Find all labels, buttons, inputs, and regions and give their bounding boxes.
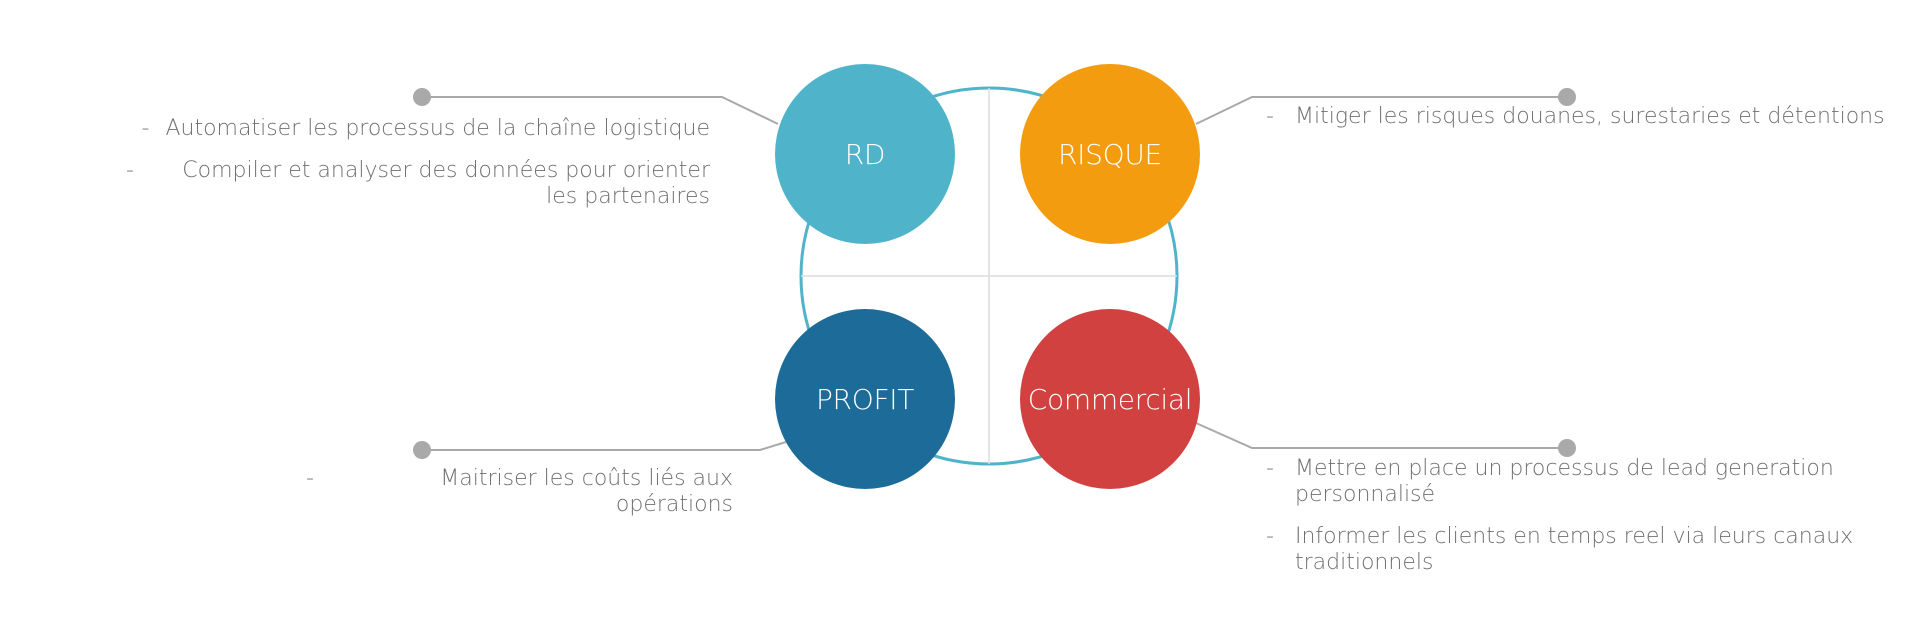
connector-profit (422, 441, 787, 451)
rd-bullet-2-text: Compiler et analyser des données pour or… (182, 158, 710, 209)
commercial-bullet-2-text: Informer les clients en temps reel via l… (1295, 524, 1854, 575)
connector-dot-profit (413, 441, 431, 459)
circle-risque: RISQUE (1020, 64, 1200, 244)
connector-rd (422, 96, 779, 125)
circle-commercial-label: Commercial (1027, 382, 1193, 416)
rd-bullet-list: -Automatiser les processus de la chaîne … (126, 116, 710, 226)
profit-bullet-1-text: Maitriser les coûts liés aux opérations (440, 466, 733, 517)
rd-bullet-1-text: Automatiser les processus de la chaîne l… (165, 116, 710, 141)
circle-commercial: Commercial (1020, 309, 1200, 489)
commercial-bullet-list: Mettre en place un processus de lead gen… (1266, 456, 1886, 592)
bullet-dash: - (126, 158, 134, 183)
rd-bullet-2: - Compiler et analyser des données pour o… (126, 158, 710, 210)
connector-dot-risque (1558, 88, 1576, 106)
circle-rd-label: RD (844, 137, 886, 171)
rd-bullet-1: -Automatiser les processus de la chaîne … (141, 116, 710, 142)
connector-dot-commercial (1558, 439, 1576, 457)
connector-risque (1195, 96, 1567, 125)
circle-rd: RD (775, 64, 955, 244)
connector-commercial (1195, 422, 1567, 449)
profit-bullet-1: - Maitriser les coûts liés aux opérations (306, 466, 733, 518)
bullet-dash: - (141, 116, 150, 141)
commercial-bullet-2: Informer les clients en temps reel via l… (1266, 524, 1886, 576)
risque-bullet-1: Mitiger les risques douanes, surestaries… (1266, 104, 1886, 130)
bullet-dash: - (306, 466, 314, 491)
risque-bullet-list: Mitiger les risques douanes, surestaries… (1266, 104, 1886, 146)
circle-risque-label: RISQUE (1058, 137, 1162, 171)
commercial-bullet-1: Mettre en place un processus de lead gen… (1266, 456, 1886, 508)
profit-bullet-list: - Maitriser les coûts liés aux opérations (306, 466, 733, 534)
circle-profit: PROFIT (775, 309, 955, 489)
circle-profit-label: PROFIT (815, 382, 915, 416)
connector-dot-rd (413, 88, 431, 106)
risque-bullet-1-text: Mitiger les risques douanes, surestaries… (1295, 104, 1885, 129)
commercial-bullet-1-text: Mettre en place un processus de lead gen… (1295, 456, 1834, 507)
